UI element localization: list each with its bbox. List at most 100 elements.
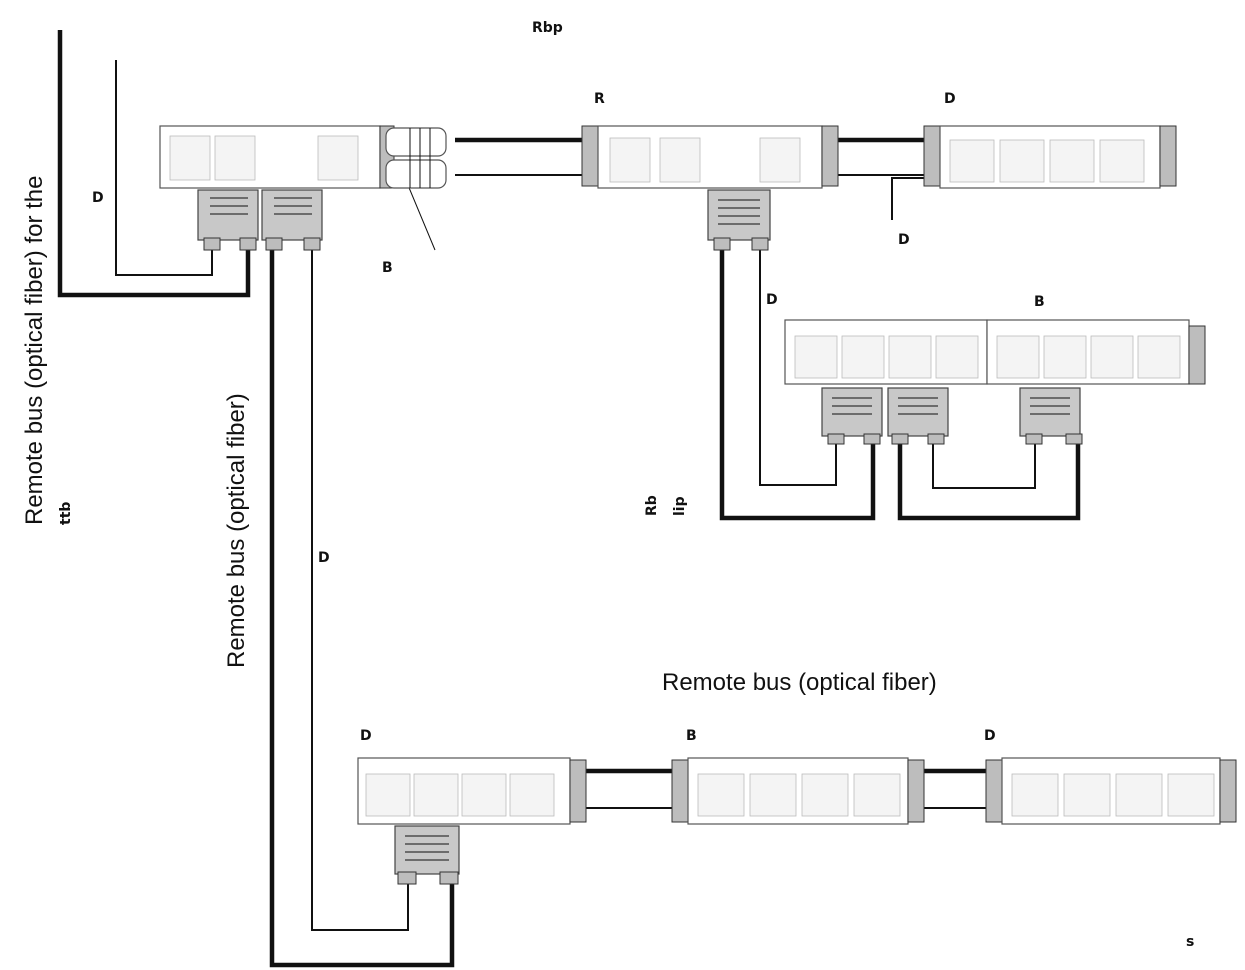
bottom-1-right-connectors	[569, 759, 587, 823]
module-3-right-connectors	[1159, 125, 1177, 187]
module-slot	[935, 335, 979, 379]
connector-icon	[203, 237, 221, 251]
connector-icon	[713, 237, 731, 251]
module-slot	[1090, 335, 1134, 379]
module-slot	[659, 137, 701, 183]
middle-branch-3	[1019, 387, 1081, 437]
cable-m2-branch	[719, 248, 876, 521]
middle-right-connectors	[1188, 325, 1206, 385]
bottom-row	[357, 757, 1237, 885]
module-slot	[1167, 773, 1215, 817]
tag-m3-lead: D	[898, 232, 910, 248]
module-2-branch	[707, 189, 771, 241]
module-slot	[461, 773, 507, 817]
bottom-2-left-connectors	[671, 759, 689, 823]
tag-bottom-3: D	[984, 728, 996, 744]
tag-middle-group: B	[1034, 294, 1045, 310]
module-2-right-connectors	[821, 125, 839, 187]
bottom-3-left-connectors	[985, 759, 1003, 823]
bottom-2-right-connectors	[907, 759, 925, 823]
module-slot	[841, 335, 885, 379]
cable-mid-loop	[897, 440, 1081, 521]
tag-left-cable: D	[318, 550, 330, 566]
tag-head-left: D	[92, 190, 104, 206]
connector-icon	[891, 433, 909, 445]
fiber-plug-ridges	[409, 128, 431, 188]
module-slot	[996, 335, 1040, 379]
module-slot	[1063, 773, 1111, 817]
cable-left-long	[269, 248, 455, 968]
head-slot	[317, 135, 359, 181]
middle-branch-1	[821, 387, 883, 437]
cables	[57, 30, 1081, 968]
tag-note-a: Rb	[644, 495, 660, 516]
cable-main-ring	[57, 30, 251, 298]
connector-icon	[439, 871, 459, 885]
module-3	[923, 125, 1177, 189]
module-slot	[999, 139, 1045, 183]
module-slot	[1137, 335, 1181, 379]
head-slot	[169, 135, 211, 181]
module-slot	[888, 335, 932, 379]
label-remote-bus-suffix: ttb	[58, 502, 74, 525]
cable-mid-loop-return	[932, 440, 1036, 489]
tag-branch-cable: D	[766, 292, 778, 308]
module-slot	[1043, 335, 1087, 379]
module-slot	[609, 137, 651, 183]
module-slot	[365, 773, 411, 817]
connector-icon	[265, 237, 283, 251]
cable-main-ring-return	[115, 60, 213, 276]
module-2	[581, 125, 839, 251]
tag-module-2: R	[594, 91, 605, 107]
fiber-plug-lower	[385, 159, 447, 189]
tag-note-b: lip	[672, 496, 688, 516]
module-2-left-connectors	[581, 125, 599, 187]
fiber-plug-upper	[385, 127, 447, 157]
module-slot	[853, 773, 901, 817]
connector-icon	[827, 433, 845, 445]
connector-icon	[927, 433, 945, 445]
module-slot	[413, 773, 459, 817]
connector-icon	[239, 237, 257, 251]
connector-icon	[1065, 433, 1083, 445]
head-slot	[214, 135, 256, 181]
tag-header: Rbp	[532, 20, 563, 36]
tag-fiber-plug: B	[382, 260, 393, 276]
branch-lines	[718, 199, 760, 225]
connector-icon	[303, 237, 321, 251]
branch-lines	[832, 397, 1070, 415]
label-remote-bus-bottom: Remote bus (optical fiber)	[662, 669, 937, 696]
connector-icon	[751, 237, 769, 251]
module-slot	[1011, 773, 1059, 817]
connector-icon	[1025, 433, 1043, 445]
module-slot	[949, 139, 995, 183]
branch-lines	[405, 835, 449, 861]
bottom-3-right-connectors	[1219, 759, 1237, 823]
tag-module-3: D	[944, 91, 956, 107]
module-slot	[794, 335, 838, 379]
module-slot	[749, 773, 797, 817]
module-slot	[759, 137, 801, 183]
cable-left-long-return	[311, 248, 409, 931]
module-slot	[801, 773, 849, 817]
cable-m2-branch-return	[759, 248, 837, 486]
head-module	[159, 125, 447, 251]
middle-branch-2	[887, 387, 949, 437]
module-slot	[1049, 139, 1095, 183]
label-remote-bus-for-the: Remote bus (optical fiber) for the	[21, 176, 48, 526]
tag-bottom-2: B	[686, 728, 697, 744]
bottom-branch	[394, 825, 460, 875]
middle-group	[784, 319, 1206, 445]
module-3-left-connectors	[923, 125, 941, 187]
connector-icon	[863, 433, 881, 445]
tag-corner: s	[1186, 934, 1194, 950]
branch-lines	[210, 197, 312, 215]
module-slot	[697, 773, 745, 817]
cable-m3-lead	[891, 177, 925, 220]
module-slot	[1115, 773, 1163, 817]
leader-line	[404, 177, 436, 251]
label-remote-bus-left: Remote bus (optical fiber)	[223, 393, 250, 668]
module-slot	[1099, 139, 1145, 183]
tag-bottom-1: D	[360, 728, 372, 744]
